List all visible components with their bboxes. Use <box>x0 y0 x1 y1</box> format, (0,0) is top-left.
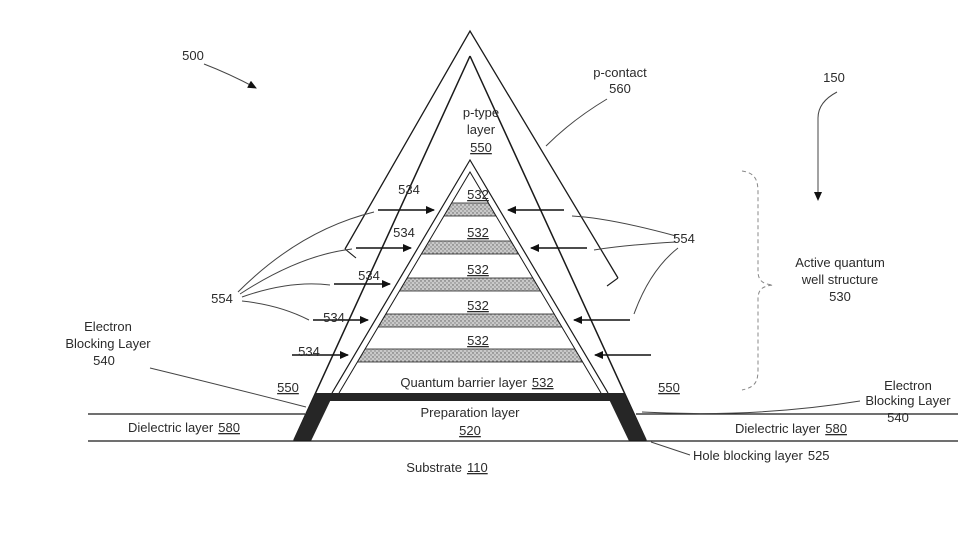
label-p-type-1: p-type <box>463 105 499 120</box>
ref-534: 534 <box>398 182 420 197</box>
ref-534: 534 <box>358 268 380 283</box>
label-p-type-2: layer <box>467 122 496 137</box>
label-hole-blocking: Hole blocking layer 525 <box>693 448 830 463</box>
leader-ebl-right <box>641 400 861 415</box>
label-dielectric-left-text: Dielectric layer <box>128 420 214 435</box>
label-active-2: well structure <box>801 272 879 287</box>
label-ebl-left-2: Blocking Layer <box>65 336 151 351</box>
leader-p-contact <box>545 98 608 147</box>
label-ebl-right-2: Blocking Layer <box>865 393 951 408</box>
p-contact-shell-end-right <box>606 277 619 287</box>
ref-550-flank-left: 550 <box>277 380 299 395</box>
leader-554-right <box>633 247 679 315</box>
ref-540-right: 540 <box>887 410 909 425</box>
ref-532-band: 532 <box>467 298 489 313</box>
label-ebl-right-1: Electron <box>884 378 932 393</box>
ref-554-left: 554 <box>211 291 233 306</box>
ref-530: 530 <box>829 289 851 304</box>
ref-560: 560 <box>609 81 631 96</box>
ref-532-band: 532 <box>467 187 489 202</box>
p-contact-shell-end-left <box>344 248 357 259</box>
leader-554-left <box>241 283 331 298</box>
ref-550-ptype: 550 <box>470 140 492 155</box>
leader-ebl-left <box>149 367 307 408</box>
right-emission-arrows <box>507 206 651 359</box>
leader-hole-blocking <box>650 441 691 456</box>
ref-532-band: 532 <box>467 225 489 240</box>
hole-blocking-wedge-right <box>606 393 647 441</box>
ref-540-left: 540 <box>93 353 115 368</box>
left-emission-arrows <box>292 206 435 359</box>
ref-580-left: 580 <box>218 420 240 435</box>
hole-blocking-wedge-left <box>293 393 334 441</box>
ref-532-band: 532 <box>467 333 489 348</box>
label-quantum-barrier-text: Quantum barrier layer <box>400 375 527 390</box>
arrow-500 <box>203 63 257 89</box>
label-quantum-barrier: Quantum barrier layer 532 <box>400 375 553 390</box>
hole-blocking-top-bar <box>330 393 610 401</box>
label-ebl-left-1: Electron <box>84 319 132 334</box>
active-region-outline-outer <box>331 158 609 394</box>
label-preparation-layer: Preparation layer <box>421 405 521 420</box>
label-hole-blocking-text: Hole blocking layer <box>693 448 804 463</box>
ref-532-band: 532 <box>467 262 489 277</box>
p-contact-shell <box>344 29 619 279</box>
ref-534: 534 <box>323 310 345 325</box>
ref-534: 534 <box>298 344 320 359</box>
quantum-well-band <box>339 348 601 363</box>
leader-554-left <box>241 300 310 321</box>
ref-534: 534 <box>393 225 415 240</box>
label-p-contact: p-contact <box>593 65 647 80</box>
leader-554-left <box>239 248 353 295</box>
ref-500: 500 <box>182 48 204 63</box>
active-region-outline-inner <box>338 171 602 394</box>
leader-554-right <box>593 241 677 251</box>
label-dielectric-right: Dielectric layer 580 <box>735 421 847 436</box>
label-dielectric-right-text: Dielectric layer <box>735 421 821 436</box>
ref-150: 150 <box>823 70 845 85</box>
ref-525: 525 <box>808 448 830 463</box>
label-substrate-text: Substrate <box>406 460 462 475</box>
arrow-150 <box>814 91 838 201</box>
ref-110: 110 <box>467 460 488 475</box>
ref-554-right: 554 <box>673 231 695 246</box>
leader-554-left <box>237 211 375 293</box>
active-structure-brace <box>741 170 774 391</box>
ref-580-right: 580 <box>825 421 847 436</box>
label-substrate: Substrate 110 <box>406 460 487 475</box>
label-dielectric-left: Dielectric layer 580 <box>128 420 240 435</box>
ref-532-barrier: 532 <box>532 375 554 390</box>
ref-520: 520 <box>459 423 481 438</box>
leader-554-right <box>571 215 677 237</box>
label-active-1: Active quantum <box>795 255 885 270</box>
ref-550-flank-right: 550 <box>658 380 680 395</box>
quantum-well-band <box>339 313 601 328</box>
